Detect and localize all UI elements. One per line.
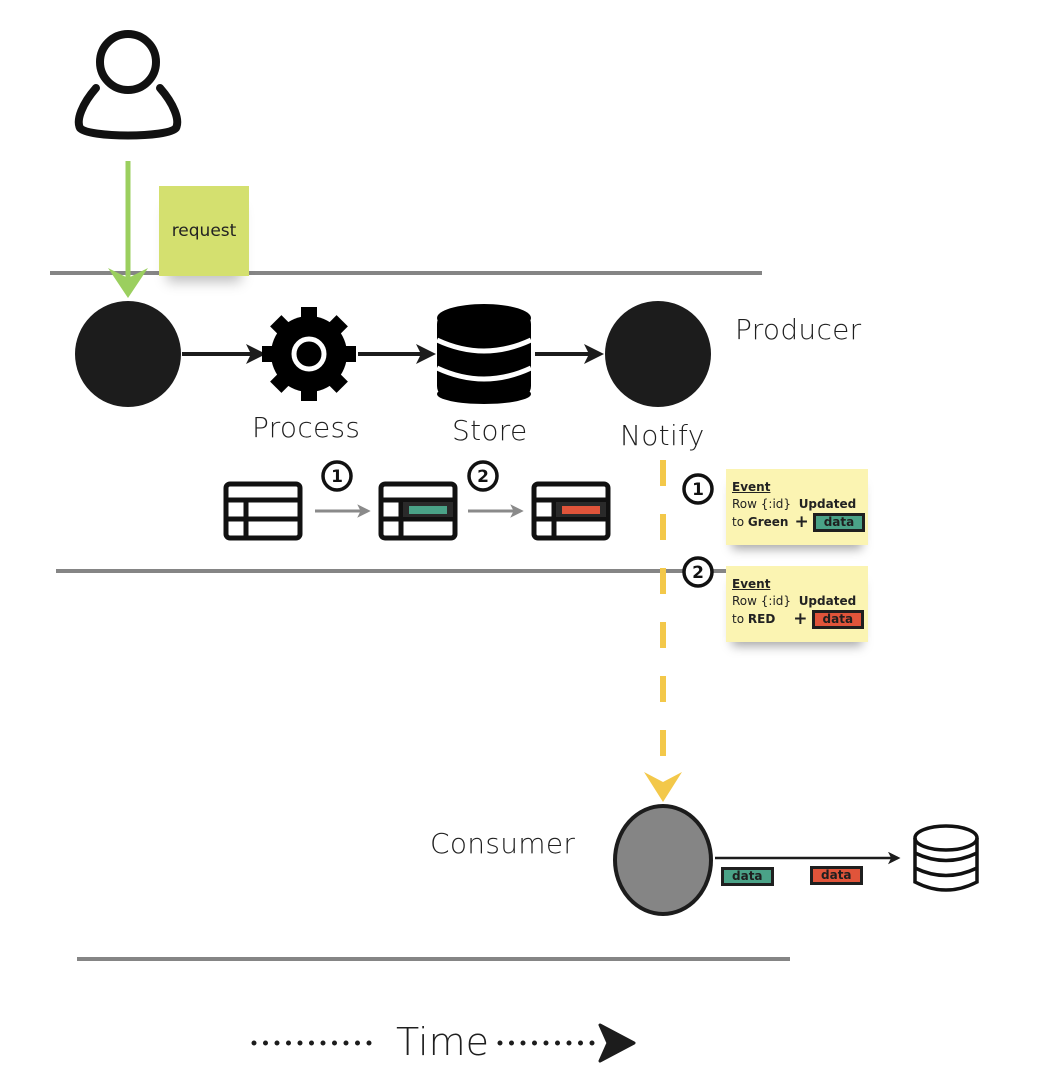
consumer-output-green-tag: data: [721, 867, 774, 886]
event-step-badge-1: 1: [682, 473, 714, 505]
event-note-2[interactable]: Event Row {:id} Updated to RED + data: [726, 566, 868, 642]
request-label: request: [171, 221, 237, 241]
database-icon[interactable]: [435, 304, 533, 404]
time-label: Time: [396, 1020, 489, 1064]
plus-icon: +: [793, 609, 808, 629]
producer-lane-label: Producer: [735, 313, 862, 346]
event-note-1-state: Green: [747, 515, 789, 529]
event-note-2-title: Event: [732, 577, 771, 591]
event-note-1-to: to: [732, 515, 745, 529]
event-note-1-action: Updated: [798, 497, 857, 511]
step-badge-2: 2: [467, 460, 499, 492]
process-label: Process: [252, 411, 361, 444]
consumer-node[interactable]: [613, 804, 713, 916]
start-node[interactable]: [75, 301, 181, 407]
event-note-2-data-tag: data: [811, 610, 865, 629]
event-stream-arrow: [644, 460, 682, 802]
step-badge-1: 1: [321, 460, 353, 492]
consumer-lane-label: Consumer: [430, 827, 576, 860]
time-axis: [251, 1023, 636, 1063]
event-step-badge-2: 2: [682, 556, 714, 588]
database-outline-icon[interactable]: [913, 824, 979, 892]
gear-icon[interactable]: [262, 307, 356, 401]
time-arrow-head: [598, 1023, 636, 1063]
request-sticky-note[interactable]: request: [159, 186, 249, 276]
table-state-initial: [223, 481, 303, 541]
consumer-output-red-tag: data: [810, 866, 863, 885]
plus-icon: +: [794, 512, 809, 532]
user-icon: [74, 30, 182, 140]
svg-text:1: 1: [692, 480, 704, 500]
svg-text:2: 2: [692, 563, 704, 583]
event-note-2-to: to: [732, 612, 745, 626]
step-badge-1-label: 1: [331, 467, 343, 487]
event-note-1-row: Row {:id}: [732, 497, 792, 511]
event-note-2-row: Row {:id}: [732, 594, 792, 608]
event-note-1-data-tag: data: [812, 513, 866, 532]
svg-text:2: 2: [477, 467, 489, 487]
notify-label: Notify: [620, 419, 705, 452]
table-state-red: [531, 481, 611, 541]
event-note-2-state: RED: [747, 612, 776, 626]
request-arrow: [108, 161, 148, 298]
notify-node[interactable]: [605, 301, 711, 407]
event-note-1[interactable]: Event Row {:id} Updated to Green + data: [726, 469, 868, 545]
table-state-green: [378, 481, 458, 541]
event-note-2-action: Updated: [798, 594, 857, 608]
event-note-1-title: Event: [732, 480, 771, 494]
store-label: Store: [452, 414, 528, 447]
